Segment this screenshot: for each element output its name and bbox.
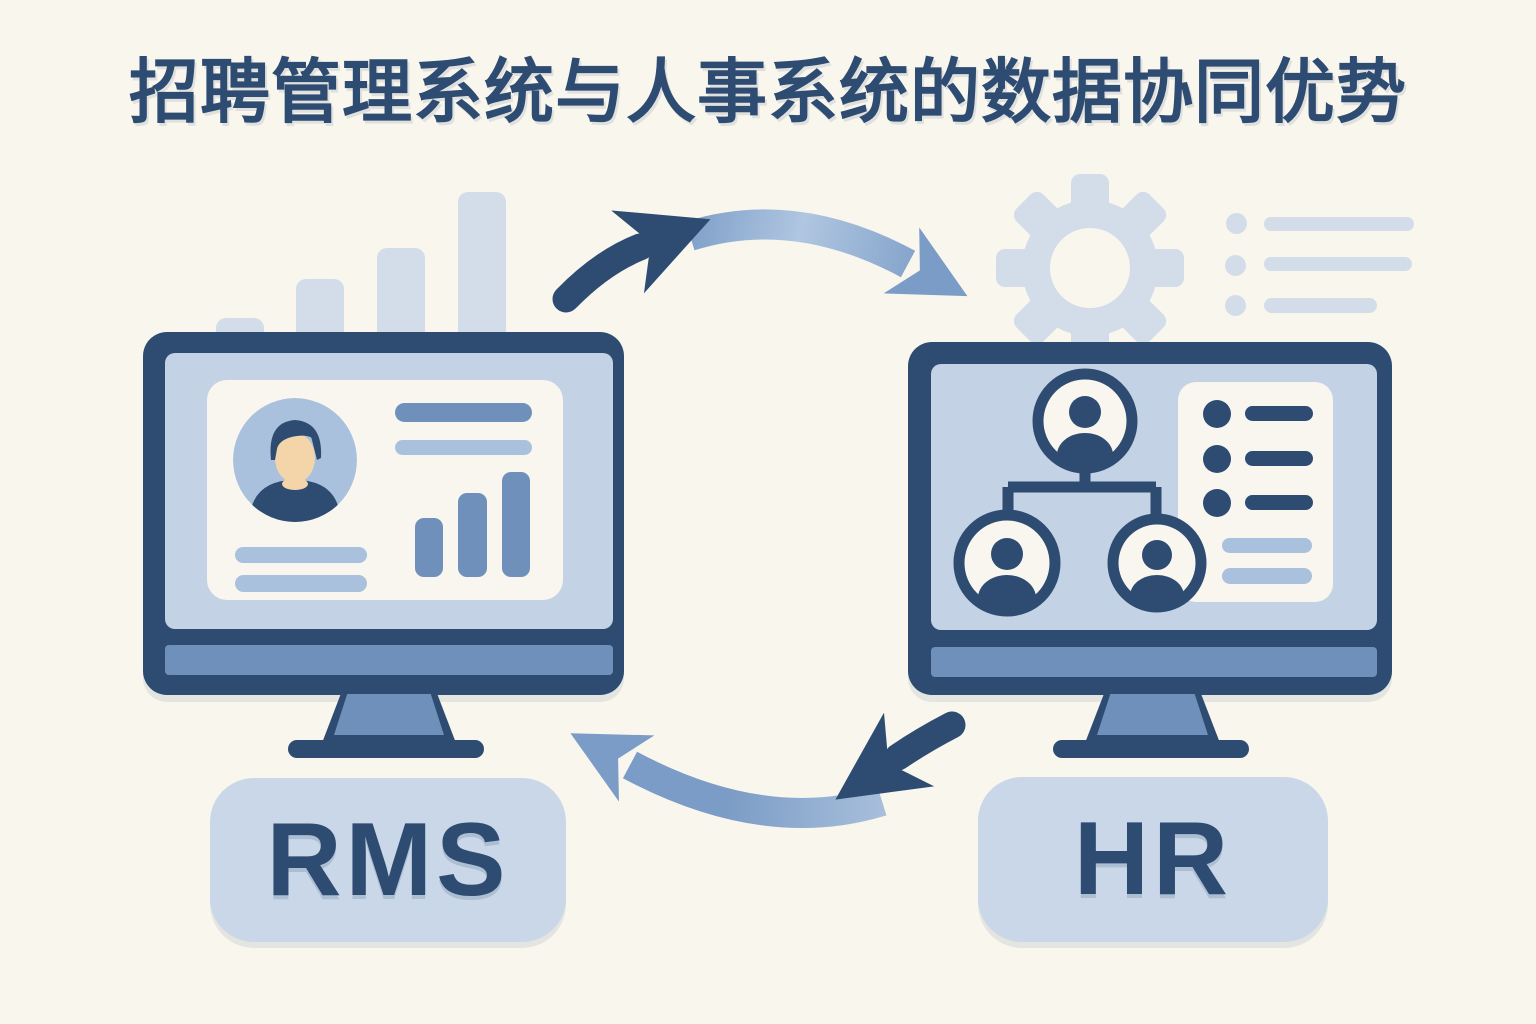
checklist-line [1245,495,1313,510]
checklist-line-pale [1222,538,1312,553]
bg-bullet-line [1264,257,1412,271]
hr-badge-label: HR [1073,801,1233,917]
bg-bar [377,248,425,348]
checklist-dot [1203,445,1231,473]
rms-badge: RMS [210,778,566,942]
page-title: 招聘管理系统与人事系统的数据协同优势 [129,53,1407,131]
bottom-dark-arrow [835,711,966,800]
checklist-dot [1203,489,1231,517]
bg-bullet-line [1264,217,1414,231]
monitor-left-stand-base [288,740,484,758]
checklist-line [1245,406,1313,421]
bg-bullet-dot [1225,295,1246,316]
checklist-dot [1203,400,1231,428]
bg-bullet-dot [1225,255,1246,276]
monitor-left-stand-neck-fill [334,694,444,735]
rms-badge-label: RMS [266,801,510,918]
checklist-line-pale [1222,568,1312,584]
profile-text-line [395,403,532,422]
gear-icon [996,174,1184,362]
profile-text-line [235,575,367,592]
monitor-right-chin [931,647,1377,677]
profile-text-line [235,547,367,563]
user-avatar-icon [233,398,357,522]
bg-bar [458,192,506,348]
top-arc-arrow [685,209,968,297]
top-dark-arrow [552,210,711,313]
mini-bar [415,518,443,577]
monitor-left-chin [165,645,613,675]
bg-bullet-dot [1226,213,1247,234]
monitor-right-stand-base [1053,740,1249,758]
hr-badge: HR [978,777,1328,942]
bg-bullet-line [1264,298,1377,313]
monitor-right-stand-neck-fill [1097,694,1208,735]
profile-text-line [395,440,532,455]
checklist-line [1245,451,1313,466]
bottom-arc-arrow [570,733,887,828]
org-chart-icon [953,368,1207,617]
mini-bar [458,493,487,577]
mini-bar [502,472,530,577]
